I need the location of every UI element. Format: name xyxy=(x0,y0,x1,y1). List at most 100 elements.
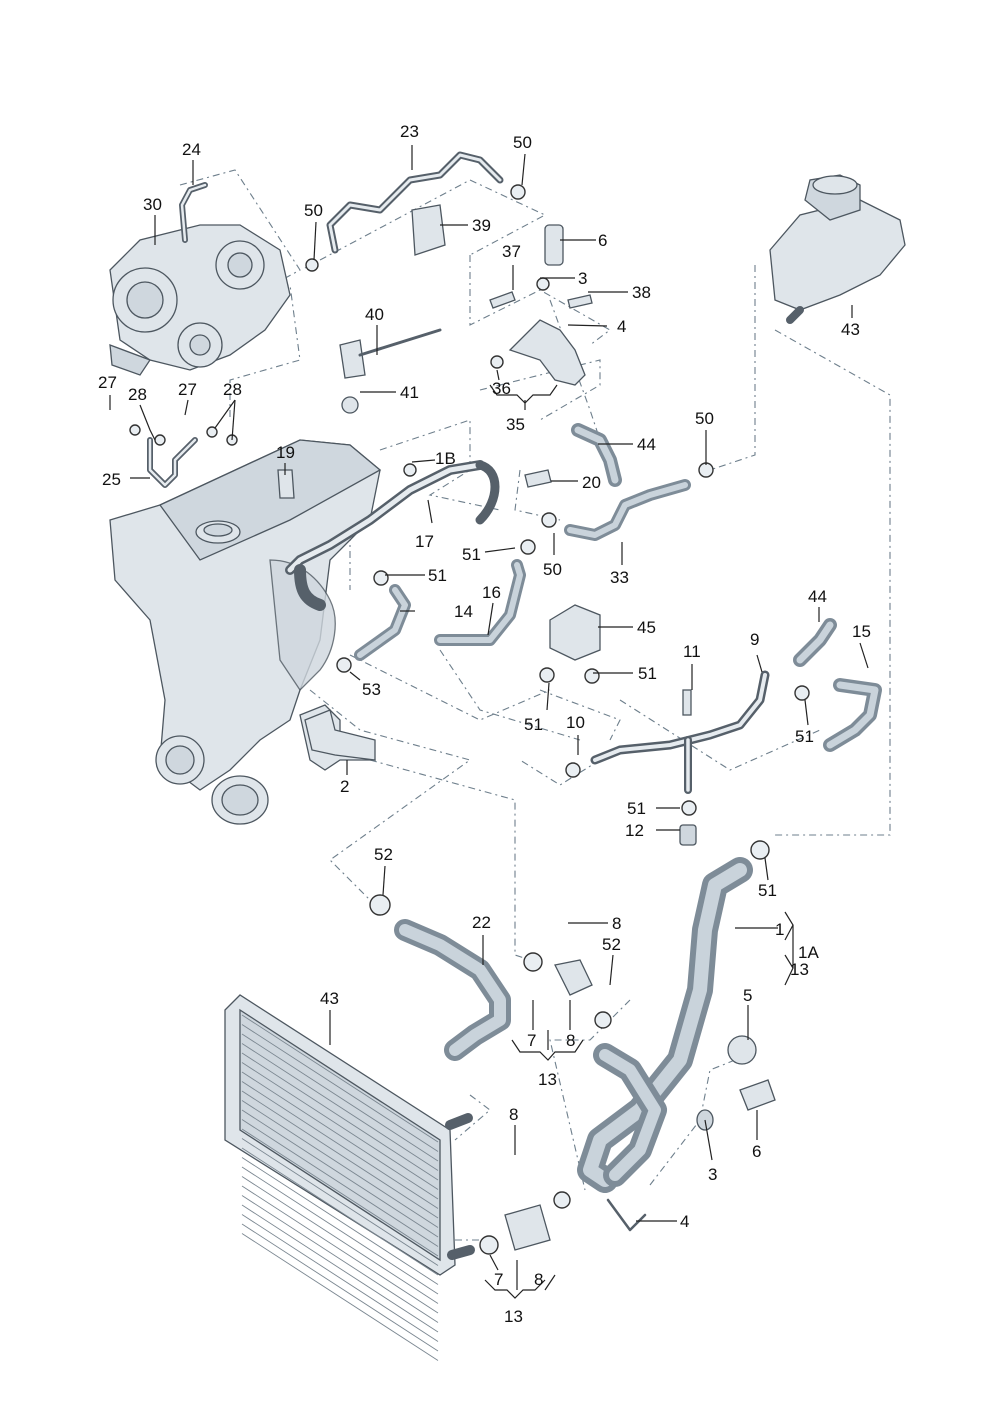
engine-block xyxy=(109,439,382,825)
label-50-b: 50 xyxy=(304,201,323,220)
label-51-b: 51 xyxy=(428,566,447,585)
label-27-b: 27 xyxy=(178,380,197,399)
label-53: 53 xyxy=(362,680,381,699)
label-37: 37 xyxy=(502,242,521,261)
label-8-c: 8 xyxy=(509,1105,518,1124)
part-number-labels: 1 1A 1B 2 3 3 4 4 5 6 6 7 7 8 8 8 8 9 10… xyxy=(98,122,871,1326)
radiator-fin-line xyxy=(241,1166,439,1295)
label-13-a: 13 xyxy=(790,960,809,979)
radiator-fin-line xyxy=(241,1052,439,1181)
label-14: 14 xyxy=(454,602,473,621)
label-51-g: 51 xyxy=(758,881,777,900)
label-40: 40 xyxy=(365,305,384,324)
radiator-fin-line xyxy=(241,1119,439,1247)
radiator-fin-line xyxy=(241,1176,439,1304)
label-13-b: 13 xyxy=(538,1070,557,1089)
label-51-a: 51 xyxy=(462,545,481,564)
label-44-right: 44 xyxy=(808,587,827,606)
label-23: 23 xyxy=(400,122,419,141)
label-4-bottom: 4 xyxy=(680,1212,689,1231)
radiator xyxy=(224,994,475,1361)
label-9: 9 xyxy=(750,630,759,649)
label-2: 2 xyxy=(340,777,349,796)
label-6-bottom: 6 xyxy=(752,1142,761,1161)
label-6-top: 6 xyxy=(598,231,607,250)
label-28-a: 28 xyxy=(128,385,147,404)
radiator-fin-line xyxy=(241,1062,439,1190)
expansion-tank xyxy=(769,174,906,324)
radiator-fin-line xyxy=(241,1233,439,1361)
label-1b: 1B xyxy=(435,449,456,468)
leader-lines xyxy=(109,145,869,1299)
radiator-fin-line xyxy=(241,1185,439,1314)
label-1a: 1A xyxy=(798,943,819,962)
label-41: 41 xyxy=(400,383,419,402)
label-24: 24 xyxy=(182,140,201,159)
radiator-fin-line xyxy=(241,1138,439,1266)
label-25: 25 xyxy=(102,470,121,489)
label-51-c: 51 xyxy=(524,715,543,734)
label-4-top: 4 xyxy=(617,317,626,336)
label-50-d: 50 xyxy=(543,560,562,579)
radiator-fin-line xyxy=(241,1147,439,1276)
label-16: 16 xyxy=(482,583,501,602)
label-12: 12 xyxy=(625,821,644,840)
label-45: 45 xyxy=(637,618,656,637)
label-36: 36 xyxy=(492,379,511,398)
label-11: 11 xyxy=(683,642,701,661)
label-39: 39 xyxy=(472,216,491,235)
label-20: 20 xyxy=(582,473,601,492)
label-10: 10 xyxy=(566,713,585,732)
radiator-fin-line xyxy=(241,1043,439,1171)
radiator-fin-line xyxy=(241,1033,439,1162)
label-8-b: 8 xyxy=(566,1031,575,1050)
radiator-fins xyxy=(241,1014,439,1361)
label-28-b: 28 xyxy=(223,380,242,399)
label-51-e: 51 xyxy=(795,727,814,746)
label-15: 15 xyxy=(852,622,871,641)
label-51-f: 51 xyxy=(627,799,646,818)
radiator-fin-line xyxy=(241,1214,439,1342)
label-43-radiator: 43 xyxy=(320,989,339,1008)
label-30: 30 xyxy=(143,195,162,214)
label-1: 1 xyxy=(775,920,784,939)
radiator-fin-line xyxy=(241,1128,439,1257)
radiator-fin-line xyxy=(241,1071,439,1200)
label-7-top: 7 xyxy=(527,1031,536,1050)
label-44-top: 44 xyxy=(637,435,656,454)
label-17: 17 xyxy=(415,532,434,551)
label-5: 5 xyxy=(743,986,752,1005)
label-8-a: 8 xyxy=(612,914,621,933)
radiator-fin-line xyxy=(241,1195,439,1323)
turbocharger xyxy=(109,224,291,376)
radiator-fin-line xyxy=(241,1204,439,1333)
label-13-c: 13 xyxy=(504,1307,523,1326)
label-22: 22 xyxy=(472,913,491,932)
radiator-fin-line xyxy=(241,1223,439,1352)
radiator-fin-line xyxy=(241,1024,439,1152)
label-19: 19 xyxy=(276,443,295,462)
hose-clamps xyxy=(129,184,810,1255)
radiator-fin-line xyxy=(241,1100,439,1228)
radiator-fin-line xyxy=(241,1090,439,1219)
label-3-bottom: 3 xyxy=(708,1165,717,1184)
label-52-b: 52 xyxy=(602,935,621,954)
radiator-fin-line xyxy=(241,1014,439,1143)
label-50-c: 50 xyxy=(695,409,714,428)
label-52-a: 52 xyxy=(374,845,393,864)
label-7-bottom: 7 xyxy=(494,1270,503,1289)
fittings-and-components xyxy=(129,184,810,1255)
label-35: 35 xyxy=(506,415,525,434)
label-8-d: 8 xyxy=(534,1270,543,1289)
label-38: 38 xyxy=(632,283,651,302)
radiator-fin-line xyxy=(241,1081,439,1209)
label-51-d: 51 xyxy=(638,664,657,683)
label-3-top: 3 xyxy=(578,269,587,288)
label-33: 33 xyxy=(610,568,629,587)
coolant-pipes xyxy=(147,151,882,1193)
label-27-a: 27 xyxy=(98,373,117,392)
radiator-fin-line xyxy=(241,1157,439,1285)
label-43-tank: 43 xyxy=(841,320,860,339)
label-50-a: 50 xyxy=(513,133,532,152)
